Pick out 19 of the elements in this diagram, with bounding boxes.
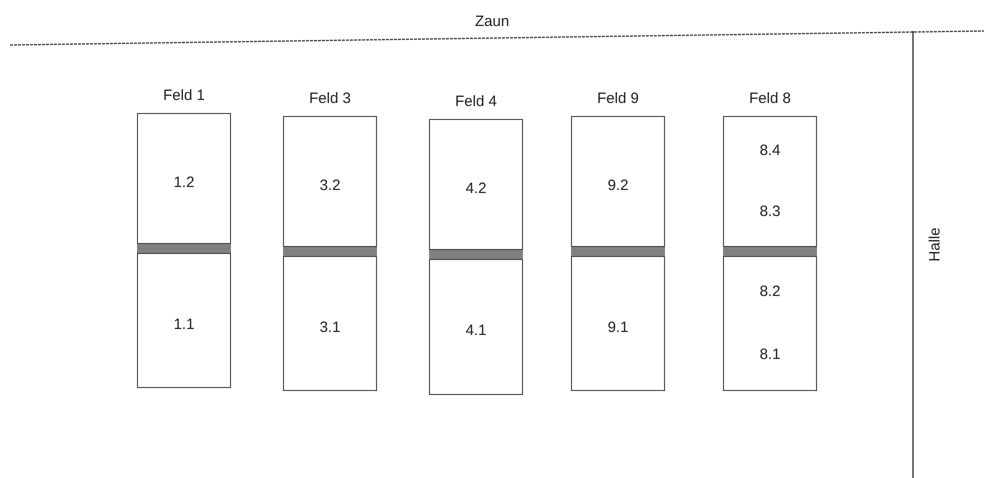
- fence-label: Zaun: [475, 13, 510, 30]
- field-label: Feld 4: [455, 93, 497, 110]
- plot-number: 9.2: [608, 176, 628, 194]
- plot-number: 8.2: [760, 283, 780, 302]
- hall-label: Halle: [926, 227, 944, 262]
- plot-number: 1.1: [174, 316, 194, 334]
- plot-number: 3.2: [320, 176, 340, 194]
- plot-number: 8.3: [760, 202, 780, 221]
- plot-number: 4.1: [466, 322, 486, 340]
- plot-number: 1.2: [174, 174, 194, 192]
- plot-number: 8.4: [760, 142, 780, 160]
- field-label: Feld 9: [597, 90, 639, 107]
- field-label: Feld 8: [749, 90, 791, 107]
- field-label: Feld 3: [309, 90, 351, 107]
- plot-number: 4.2: [466, 180, 486, 198]
- plot-number: 9.1: [608, 318, 628, 336]
- plot-number: 8.1: [760, 346, 780, 364]
- plot-number: 3.1: [320, 318, 340, 336]
- field-label: Feld 1: [163, 87, 205, 104]
